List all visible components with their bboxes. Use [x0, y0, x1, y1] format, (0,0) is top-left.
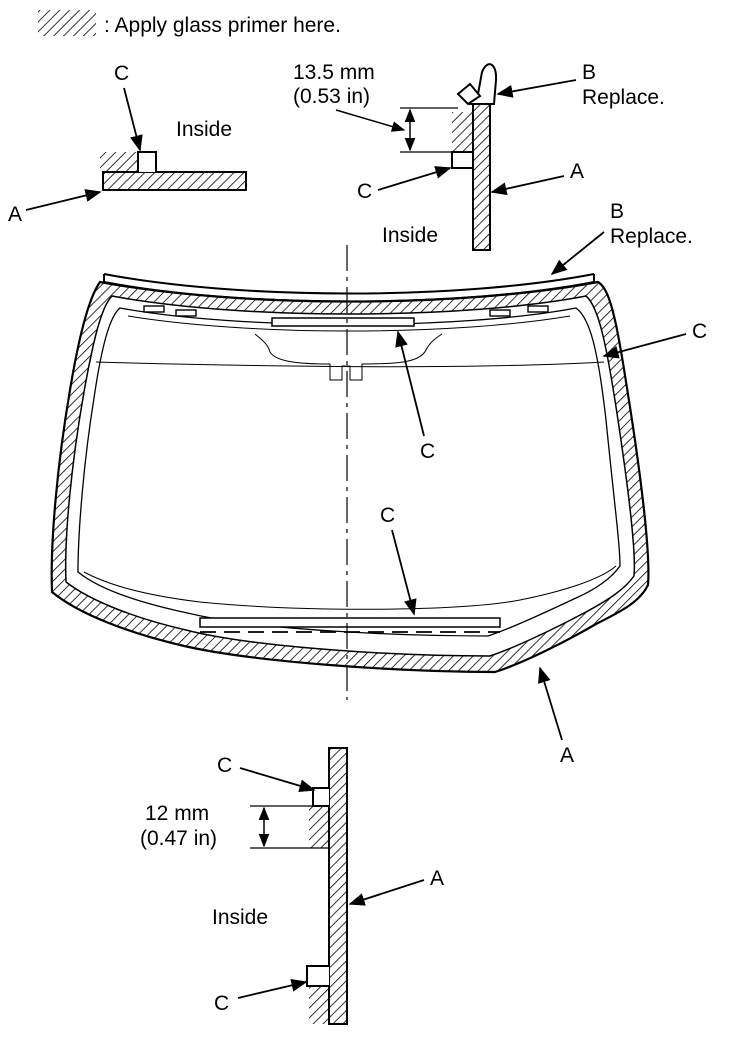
spacer-top-center	[271, 317, 415, 327]
legend-text: : Apply glass primer here.	[104, 14, 341, 37]
label-a-top-left: A	[8, 203, 22, 226]
section-detail-bottom: 12 mm (0.47 in) C A Inside C	[140, 747, 444, 1025]
label-b-main: B	[610, 200, 624, 223]
label-c-main-top: C	[420, 440, 435, 463]
section-detail-top-left: C Inside A	[8, 62, 247, 226]
label-c-bottom-upper: C	[217, 754, 232, 777]
label-a-bottom: A	[430, 867, 444, 890]
dim-top-imperial: (0.53 in)	[293, 85, 370, 108]
label-c-main-right: C	[692, 320, 707, 343]
label-c-main-bottom: C	[380, 504, 395, 527]
label-c-top-left: C	[114, 62, 129, 85]
label-inside-top-right: Inside	[382, 224, 438, 247]
label-b-top: B	[582, 61, 596, 84]
dim-bottom-metric: 12 mm	[145, 802, 209, 825]
windshield: B Replace. C C C A	[50, 200, 707, 767]
label-c-bottom-lower: C	[214, 992, 229, 1015]
label-replace-main: Replace.	[610, 225, 693, 248]
label-c-top-right: C	[357, 180, 372, 203]
label-inside-bottom: Inside	[212, 906, 268, 929]
dim-top-metric: 13.5 mm	[293, 61, 375, 84]
legend-hatch-swatch	[38, 10, 96, 36]
section-detail-top-right: 13.5 mm (0.53 in) B Replace. A C Inside	[293, 61, 665, 251]
legend: : Apply glass primer here.	[38, 10, 341, 37]
dim-bottom-imperial: (0.47 in)	[140, 827, 217, 850]
label-replace-top: Replace.	[582, 86, 665, 109]
label-a-top-right: A	[570, 160, 584, 183]
spacer-bottom	[199, 617, 501, 628]
label-a-main: A	[560, 744, 574, 767]
label-inside-top-left: Inside	[176, 118, 232, 141]
